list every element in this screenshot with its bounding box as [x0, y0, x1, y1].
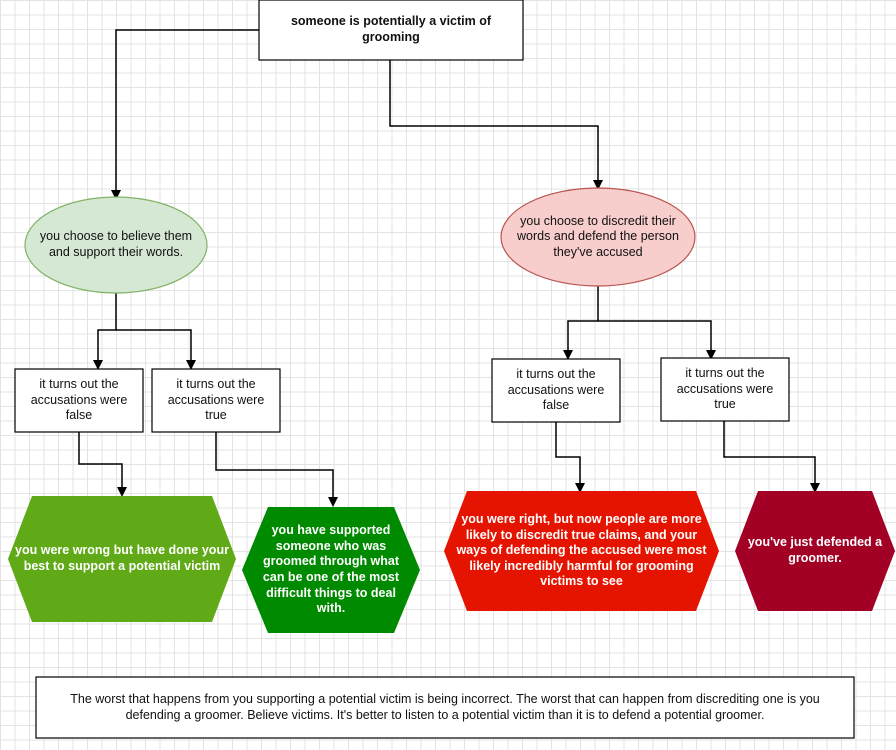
believe-false-label: it turns out the accusations were false: [30, 377, 128, 423]
outcome-wrong-support-label: you were wrong but have done your best t…: [15, 543, 229, 573]
outcome-supported-label: you have supported someone who was groom…: [262, 523, 400, 616]
discredit-true-label: it turns out the accusations were true: [676, 366, 774, 412]
believe-false-box: [14, 368, 144, 433]
connector-discredit-to-false: [563, 286, 599, 360]
believe-label: you choose to believe them and support t…: [39, 229, 193, 259]
root-label: someone is potentially a victim of groom…: [290, 14, 492, 44]
connector-discredit-to-true: [598, 320, 716, 360]
outcome-defended-groomer-hexagon: [735, 491, 895, 611]
outcome-wrong-support-hexagon: [8, 496, 236, 622]
discredit-false-label: it turns out the accusations were false: [507, 367, 605, 413]
discredit-false-box: [491, 358, 621, 423]
connector-root-to-believe: [111, 29, 259, 200]
discredit-ellipse: [500, 187, 696, 287]
footer-box: [35, 676, 855, 739]
connector-believe-to-true: [116, 329, 196, 370]
outcome-defended-groomer-label: you've just defended a groomer.: [747, 535, 883, 565]
discredit-true-box: [660, 357, 790, 422]
outcome-right-harmful-hexagon: [444, 491, 719, 611]
connector-true-to-supported: [215, 432, 338, 507]
believe-true-box: [151, 368, 281, 433]
connector-false-to-wrong-support: [78, 432, 127, 497]
root-box: [258, 0, 524, 61]
believe-true-label: it turns out the accusations were true: [167, 377, 265, 423]
outcome-supported-hexagon: [242, 507, 420, 633]
connector-root-to-discredit: [389, 60, 603, 190]
footer-text: The worst that happens from you supporti…: [70, 691, 820, 722]
connector-true-to-defended-groomer: [723, 421, 820, 493]
believe-ellipse: [24, 196, 208, 294]
connector-false-to-right-harmful: [555, 422, 585, 493]
connector-believe-to-false: [93, 293, 117, 370]
discredit-label: you choose to discredit their words and …: [517, 213, 679, 259]
outcome-right-harmful-label: you were right, but now people are more …: [456, 511, 707, 589]
